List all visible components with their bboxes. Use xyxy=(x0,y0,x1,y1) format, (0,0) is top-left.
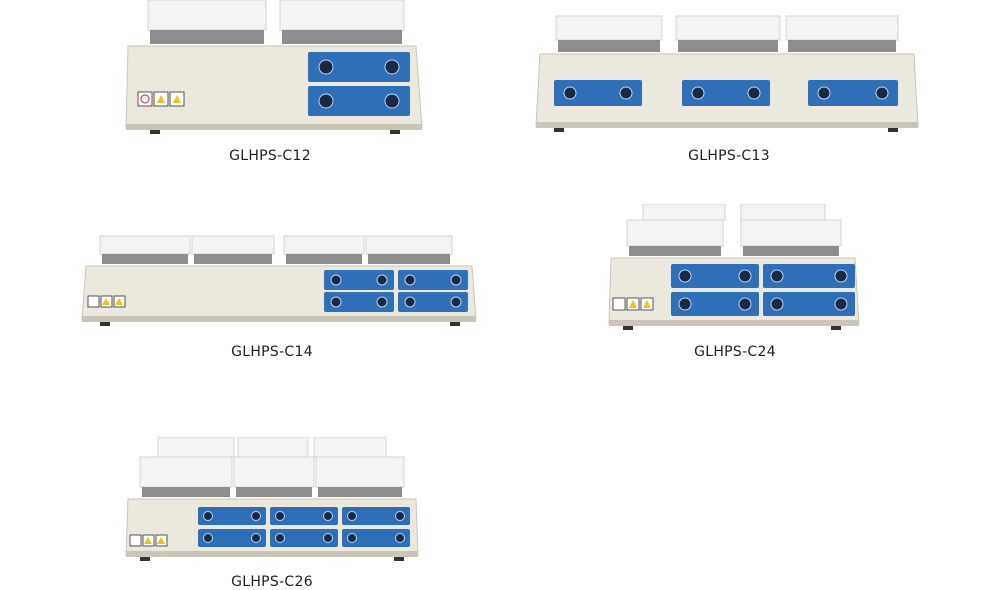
product-model-label: GLHPS-C26 xyxy=(231,574,313,590)
product-glhps-c14: GLHPS-C14 xyxy=(80,234,480,364)
hotplate-stirrer-image xyxy=(81,235,477,326)
hotplate-stirrer-image xyxy=(535,15,919,132)
product-model-label: GLHPS-C14 xyxy=(231,344,313,360)
warning-label-icon xyxy=(87,295,126,308)
warning-label-icon xyxy=(129,534,168,547)
hotplate-stirrer-image xyxy=(608,204,860,330)
product-model-label: GLHPS-C13 xyxy=(688,148,770,164)
warning-label-icon xyxy=(612,297,654,311)
product-glhps-c26: GLHPS-C26 xyxy=(122,437,422,590)
product-model-label: GLHPS-C24 xyxy=(694,344,776,360)
hotplate-stirrer-image xyxy=(125,437,419,561)
product-glhps-c24: GLHPS-C24 xyxy=(605,204,865,364)
warning-label-icon xyxy=(137,91,185,107)
product-glhps-c13: GLHPS-C13 xyxy=(532,14,922,174)
product-model-label: GLHPS-C12 xyxy=(229,148,311,164)
hotplate-stirrer-image xyxy=(125,0,423,134)
product-glhps-c12: GLHPS-C12 xyxy=(120,0,430,175)
